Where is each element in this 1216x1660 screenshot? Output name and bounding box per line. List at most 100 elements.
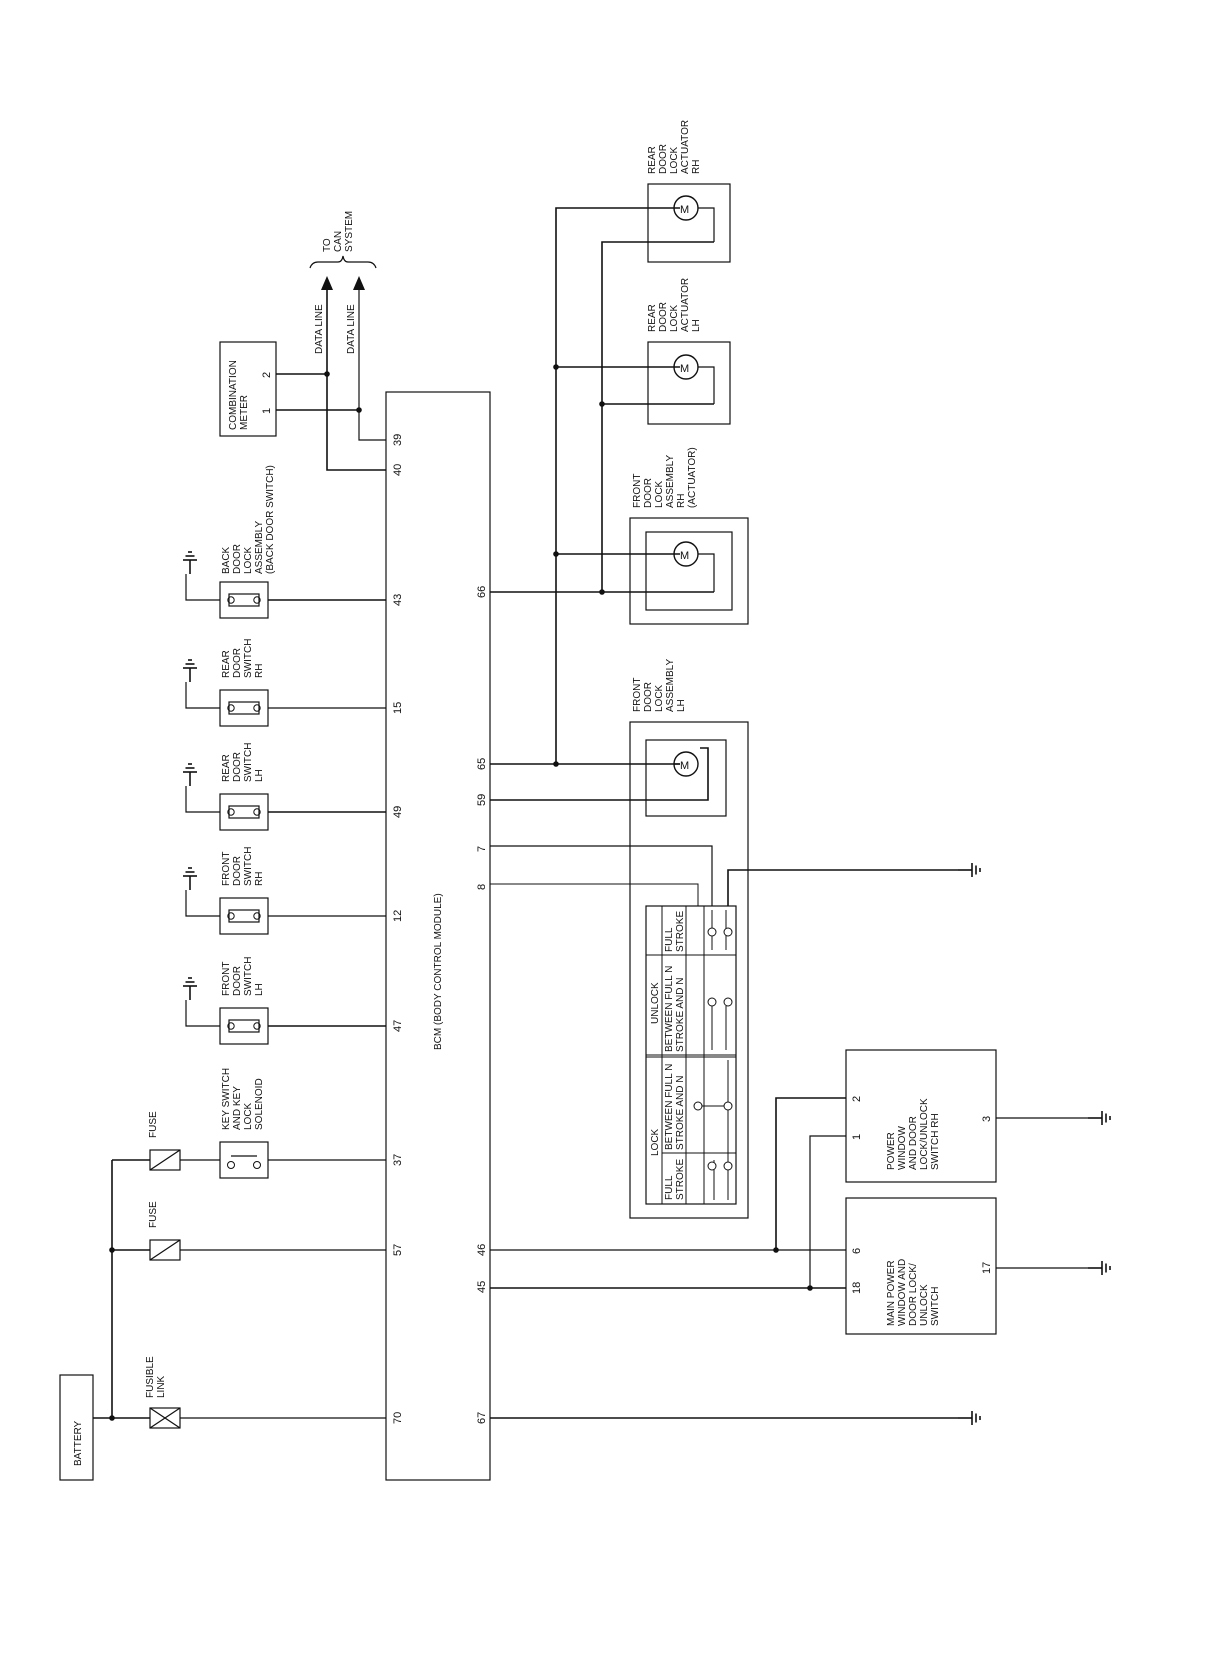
meter-label: METER <box>239 395 250 430</box>
lock-label: RH <box>676 494 687 508</box>
front-door-switch-rh: FRONTDOORSWITCHRH <box>182 847 386 935</box>
pin-number: 46 <box>476 1244 488 1256</box>
switch-label: LOCK/UNLOCK <box>919 1098 930 1170</box>
brace <box>309 255 377 269</box>
lock-label: LOCK <box>654 480 665 508</box>
lock-switch-table: LOCK UNLOCK FULLSTROKE BETWEEN FULL NSTR… <box>645 905 737 1205</box>
rear-door-lock-actuator-rh: M REARDOORLOCKACTUATORRH <box>647 120 731 263</box>
key-switch: KEY SWITCHAND KEYLOCKSOLENOID <box>219 1068 269 1179</box>
arrow-icon <box>321 276 333 290</box>
fusible-link-label: FUSIBLE <box>145 1356 156 1398</box>
rear-door-lock-actuator-lh: M REARDOORLOCKACTUATORLH <box>647 278 731 425</box>
pin-number: 65 <box>476 758 488 770</box>
lock-label: ACTUATOR <box>680 278 691 332</box>
lock-label: (ACTUATOR) <box>687 447 698 508</box>
battery: BATTERY <box>59 1374 94 1481</box>
pin-number: 15 <box>392 702 404 714</box>
switch-label: SWITCH <box>243 957 254 996</box>
junction-dot <box>356 407 362 413</box>
switch-label: LH <box>254 769 265 782</box>
svg-text:FRONTDOORLOCKASSEMBLYRH(ACTUAT: FRONTDOORLOCKASSEMBLYRH(ACTUATOR) <box>632 447 698 508</box>
pin-number: 3 <box>981 1116 993 1122</box>
svg-text:REARDOORSWITCHRH: REARDOORSWITCHRH <box>221 639 265 678</box>
key-switch-label: SOLENOID <box>254 1078 265 1130</box>
bcm-label: BCM (BODY CONTROL MODULE) <box>433 893 444 1050</box>
lock-label: DOOR <box>658 144 669 174</box>
ground-icon <box>957 1410 981 1426</box>
fuse-57: FUSE <box>148 1201 181 1261</box>
lock-label: RH <box>691 160 702 174</box>
pin-number: 67 <box>476 1412 488 1424</box>
table-header: LOCK <box>650 1128 661 1156</box>
pin-number: 45 <box>476 1281 488 1293</box>
pin-number: 59 <box>476 794 488 806</box>
fuse-37: FUSE <box>148 1111 181 1171</box>
switch-label: DOOR <box>232 648 243 678</box>
key-switch-label: LOCK <box>243 1102 254 1130</box>
lock-label: LOCK <box>654 684 665 712</box>
lock-label: LOCK <box>669 146 680 174</box>
meter-label: COMBINATION <box>228 360 239 430</box>
lock-label: ASSEMBLY <box>665 659 676 712</box>
junction-dot <box>773 1247 779 1253</box>
lock-label: ASSEMBLY <box>665 455 676 508</box>
motor-icon: M <box>680 204 689 216</box>
data-lines <box>276 290 386 471</box>
key-switch-label: AND KEY <box>232 1086 243 1130</box>
switch-label: UNLOCK <box>919 1284 930 1326</box>
switch-label: RH <box>254 664 265 678</box>
svg-text:BACKDOORLOCKASSEMBLY(BACK DOOR: BACKDOORLOCKASSEMBLY(BACK DOOR SWITCH) <box>221 465 276 574</box>
switch-label: LOCK <box>243 546 254 574</box>
front-door-lock-assembly-lh: M FRONTDOORLOCKASSEMBLYLH LOCK UNLOCK FU… <box>629 659 749 1219</box>
junction-dot <box>553 364 559 370</box>
switch-label: WINDOW <box>897 1126 908 1170</box>
rear-door-switch-lh: REARDOORSWITCHLH <box>182 743 386 831</box>
table-header: BETWEEN FULL N <box>664 966 675 1052</box>
switch-label: AND DOOR <box>908 1116 919 1170</box>
can-label: CAN <box>333 231 344 252</box>
main-power-window-switch: 6 18 17 MAIN POWERWINDOW ANDDOOR LOCK/UN… <box>845 1197 997 1335</box>
switch-label: BACK <box>221 546 232 574</box>
fusible-link-label: LINK <box>156 1375 167 1398</box>
lock-label: FRONT <box>632 474 643 508</box>
pin-number: 2 <box>851 1096 863 1102</box>
front-door-switch-lh: FRONTDOORSWITCHLH <box>182 957 386 1045</box>
ground-icon <box>1087 1110 1111 1126</box>
pin-number: 39 <box>392 434 404 446</box>
pin-number: 2 <box>261 372 273 378</box>
switch-label: DOOR <box>232 544 243 574</box>
switch-label: POWER <box>886 1132 897 1170</box>
svg-text:REARDOORSWITCHLH: REARDOORSWITCHLH <box>221 743 265 782</box>
junction-dot <box>599 589 605 595</box>
switch-label: RH <box>254 872 265 886</box>
switch-label: DOOR LOCK/ <box>908 1263 919 1326</box>
switch-label: SWITCH <box>930 1287 941 1326</box>
switch-label: REAR <box>221 754 232 782</box>
lock-label: LOCK <box>669 304 680 332</box>
lock-label: REAR <box>647 146 658 174</box>
fusible-link: FUSIBLELINK <box>145 1356 181 1429</box>
pin-number: 37 <box>392 1154 404 1166</box>
switch-label: REAR <box>221 650 232 678</box>
switch-label: SWITCH <box>243 743 254 782</box>
switch-label: DOOR <box>232 752 243 782</box>
svg-text:FRONTDOORLOCKASSEMBLYLH: FRONTDOORLOCKASSEMBLYLH <box>632 659 687 712</box>
pin-number: 70 <box>392 1412 404 1424</box>
lock-label: ACTUATOR <box>680 120 691 174</box>
table-header: STROKE <box>675 1159 686 1200</box>
svg-text:BETWEEN FULL NSTROKE AND N: BETWEEN FULL NSTROKE AND N <box>664 966 686 1052</box>
fuse-outputs <box>180 1159 386 1419</box>
pin-number: 12 <box>392 910 404 922</box>
switch-label: SWITCH <box>243 639 254 678</box>
junction-dot <box>599 401 605 407</box>
pin-number: 66 <box>476 586 488 598</box>
arrow-icon <box>353 276 365 290</box>
motor-icon: M <box>680 363 689 375</box>
bcm-output-wiring <box>490 207 1088 1419</box>
lock-label: FRONT <box>632 678 643 712</box>
junction-dot <box>324 371 330 377</box>
switch-label: DOOR <box>232 966 243 996</box>
lock-label: DOOR <box>643 478 654 508</box>
svg-text:COMBINATIONMETER: COMBINATIONMETER <box>228 360 250 430</box>
pin-number: 43 <box>392 594 404 606</box>
